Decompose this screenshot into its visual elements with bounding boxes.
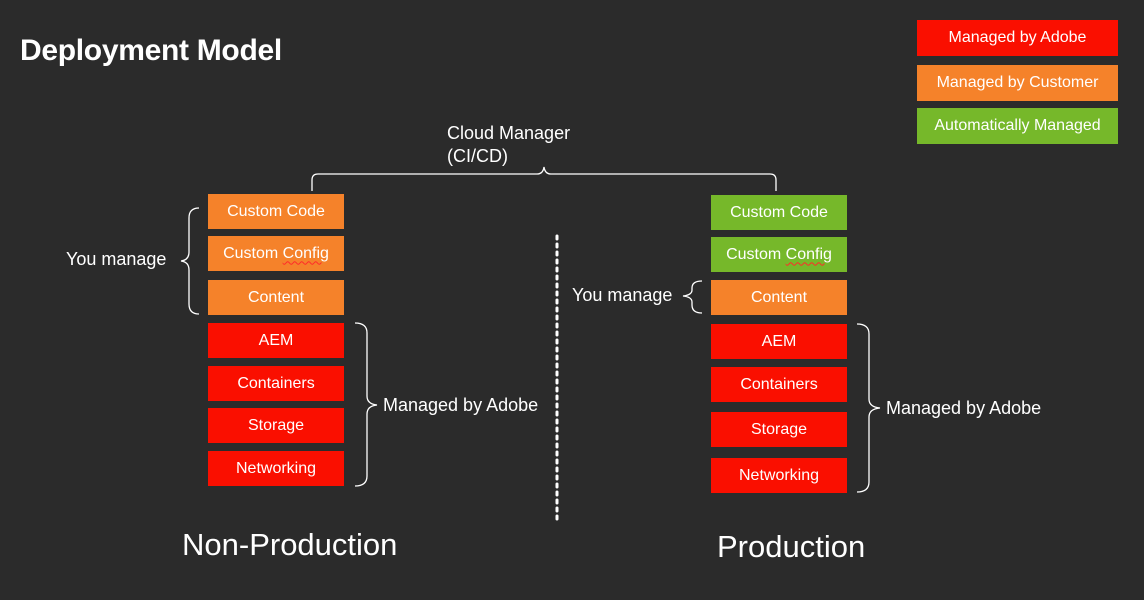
nonprod-you-manage-brace (180, 207, 200, 315)
legend-managed-by-adobe: Managed by Adobe (917, 20, 1118, 56)
cloud-manager-brace (311, 166, 777, 191)
nonprod-containers: Containers (208, 366, 344, 401)
legend-label: Automatically Managed (934, 117, 1101, 134)
nonprod-aem: AEM (208, 323, 344, 358)
prod-adobe-brace (856, 323, 881, 493)
nonprod-custom-config: Custom Config (208, 236, 344, 271)
box-label: Containers (237, 374, 315, 392)
legend-managed-by-customer: Managed by Customer (917, 65, 1118, 101)
box-label: AEM (258, 331, 294, 349)
prod-containers: Containers (711, 367, 847, 402)
page-title: Deployment Model (20, 34, 282, 67)
nonprod-managed-by-adobe-label: Managed by Adobe (383, 395, 539, 415)
nonprod-custom-code: Custom Code (208, 194, 344, 229)
box-label: Custom Config (726, 246, 832, 264)
nonprod-you-manage-label: You manage (66, 249, 167, 269)
box-label: Custom Code (227, 202, 325, 220)
cloud-manager-cicd-label: (CI/CD) (447, 146, 508, 166)
prod-you-manage-brace (682, 280, 703, 314)
prod-storage: Storage (711, 412, 847, 447)
prod-custom-config: Custom Config (711, 237, 847, 272)
box-label-prefix: Custom (726, 245, 786, 263)
prod-aem: AEM (711, 324, 847, 359)
box-label: Storage (750, 420, 808, 438)
box-label-word: Config (785, 245, 832, 263)
prod-content: Content (711, 280, 847, 315)
prod-you-manage-label: You manage (572, 285, 673, 305)
box-label: Networking (738, 466, 820, 484)
nonprod-environment-label: Non-Production (182, 527, 398, 562)
box-label: Content (247, 288, 305, 306)
legend-automatically-managed: Automatically Managed (917, 108, 1118, 144)
nonprod-storage: Storage (208, 408, 344, 443)
box-label: Networking (235, 459, 317, 477)
legend-label: Managed by Adobe (948, 29, 1087, 46)
prod-custom-code: Custom Code (711, 195, 847, 230)
box-label: Custom Config (223, 245, 329, 263)
legend-label: Managed by Customer (936, 74, 1099, 91)
box-label: AEM (761, 332, 797, 350)
box-label-prefix: Custom (223, 244, 283, 262)
cloud-manager-label: Cloud Manager (447, 123, 571, 143)
nonprod-adobe-brace (354, 322, 378, 487)
prod-networking: Networking (711, 458, 847, 493)
nonprod-content: Content (208, 280, 344, 315)
nonprod-networking: Networking (208, 451, 344, 486)
box-label-word: Config (282, 244, 329, 262)
box-label: Custom Code (730, 203, 828, 221)
prod-managed-by-adobe-label: Managed by Adobe (886, 398, 1042, 418)
box-label: Containers (740, 375, 818, 393)
prod-environment-label: Production (717, 529, 866, 564)
box-label: Storage (247, 416, 305, 434)
box-label: Content (750, 288, 808, 306)
